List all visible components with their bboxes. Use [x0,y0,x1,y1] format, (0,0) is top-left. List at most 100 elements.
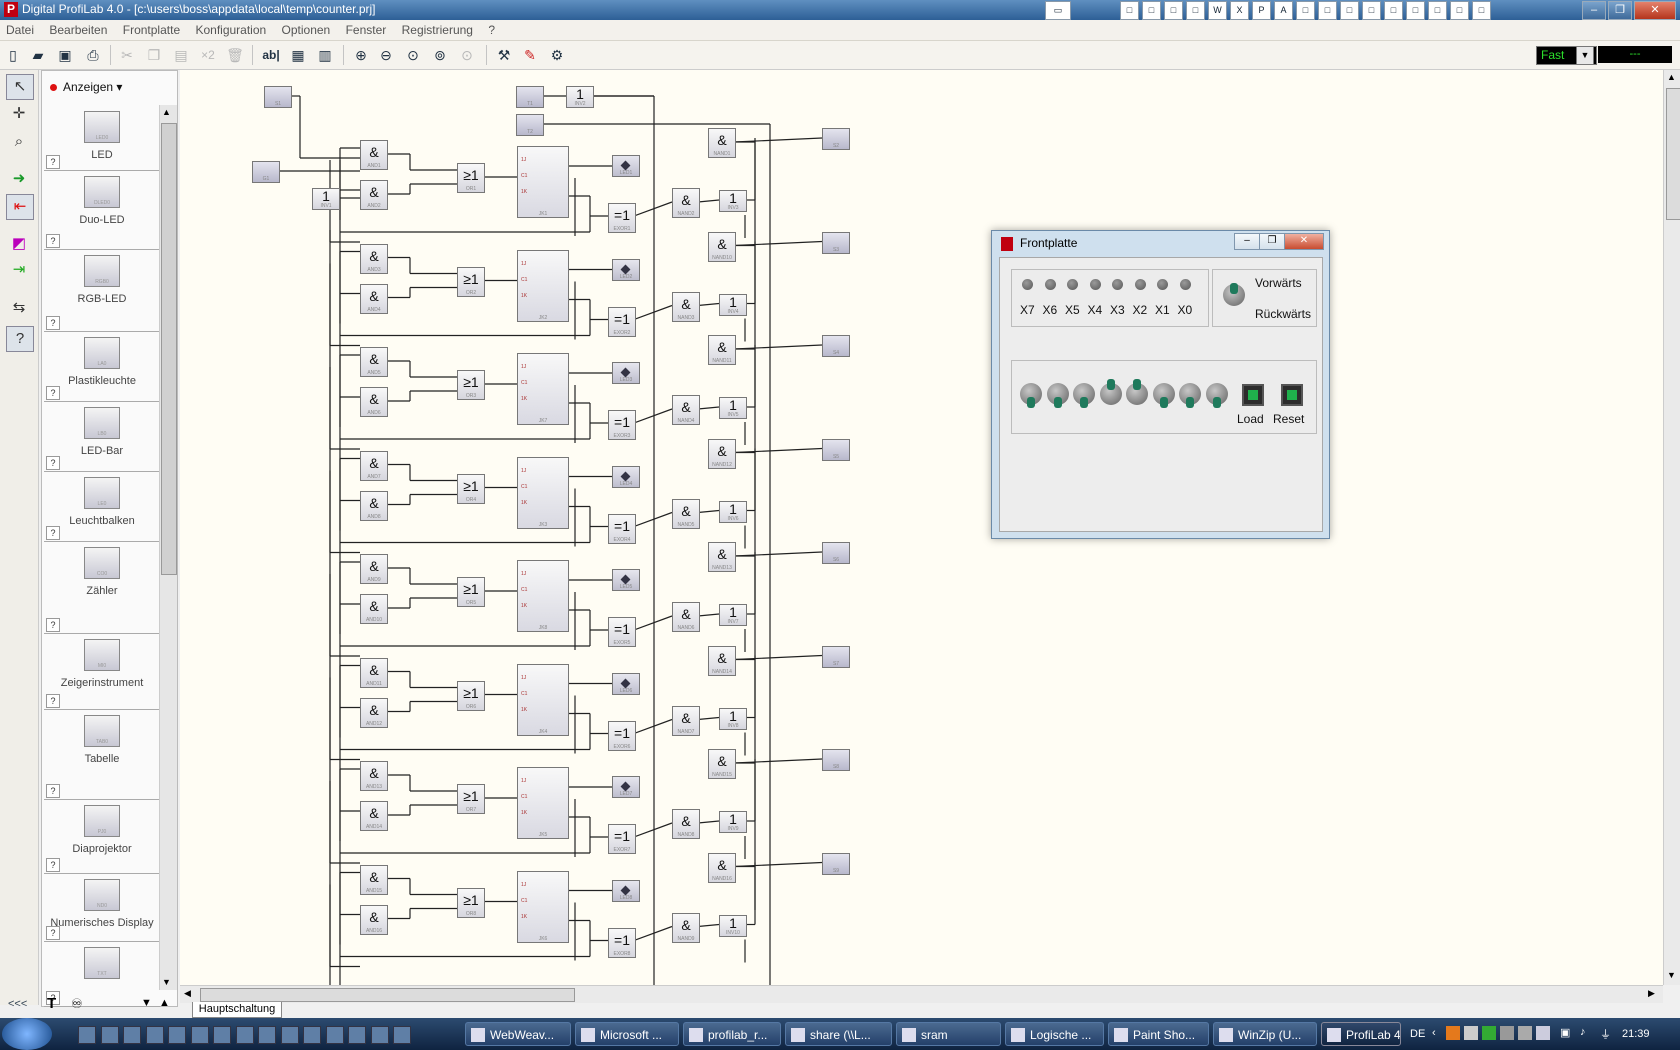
toggle-switch[interactable] [1099,379,1122,405]
restore-button[interactable]: ❐ [1259,233,1285,250]
taskbar-button[interactable]: Logische ... [1005,1022,1104,1046]
menu-konfiguration[interactable]: Konfiguration [195,23,267,37]
led-indicator[interactable]: LED5 [612,569,640,591]
save-icon[interactable]: ▣ [58,47,72,63]
tools-icon[interactable]: ⚒ [497,47,511,63]
help-icon[interactable]: ? [46,926,60,940]
and-gate[interactable]: &AND12 [360,697,388,728]
quicklaunch-icon[interactable] [123,1026,141,1044]
scroll-down-icon[interactable]: ▼ [162,977,171,987]
scroll-up-icon[interactable]: ▲ [162,107,171,117]
probe-icon[interactable]: ✎ [524,47,536,63]
quicklaunch-icon[interactable] [213,1026,231,1044]
toggle-switch[interactable] [1205,383,1228,408]
canvas-horizontal-scrollbar[interactable]: ◀ ▶ [180,985,1663,1003]
tray-app-icon[interactable] [1500,1026,1514,1040]
connect-icon[interactable]: ⚙ [550,47,564,63]
canvas-vertical-scrollbar[interactable]: ▲ ▼ [1663,70,1680,985]
nand-gate[interactable]: &NAND15 [708,749,736,779]
output-switch[interactable]: S4 [822,335,850,357]
menu-datei[interactable]: Datei [6,23,35,37]
and-gate[interactable]: &AND1 [360,140,388,170]
nand-gate[interactable]: &NAND4 [672,395,700,425]
and-gate[interactable]: &AND2 [360,180,388,210]
button-t1[interactable]: T1 [516,86,544,108]
word-icon[interactable]: W [1208,1,1227,20]
and-gate[interactable]: &AND14 [360,801,388,831]
toggle-switch[interactable] [1020,383,1042,408]
help-icon[interactable]: ? [46,456,60,470]
taskbar-button[interactable]: ProfiLab 4.0 [1321,1022,1401,1046]
toggle-switch[interactable] [1046,383,1069,408]
help-icon[interactable]: ? [46,316,60,330]
scroll-up-icon[interactable]: ▲ [1667,72,1676,82]
nand-gate[interactable]: &NAND8 [672,809,700,839]
and-gate[interactable]: &AND4 [360,283,388,314]
led-indicator[interactable]: LED3 [612,362,640,384]
acrobat-icon[interactable]: A [1274,1,1293,20]
nand-gate[interactable]: &NAND5 [672,498,700,529]
help-icon[interactable]: ? [46,155,60,169]
and-gate[interactable]: &AND16 [360,904,388,935]
toggle-switch[interactable] [1126,379,1148,405]
reset-button[interactable] [1281,384,1303,406]
switch-view-icon[interactable]: ⇆ [12,299,26,316]
quicklaunch-icon[interactable] [348,1026,366,1044]
quicklaunch-icon[interactable] [190,1026,209,1044]
nand-gate[interactable]: &NAND16 [708,852,736,883]
palette-category[interactable]: Anzeigen ▾ [42,71,177,105]
nand-gate[interactable]: &NAND13 [708,542,736,572]
led-indicator[interactable]: LED8 [612,879,640,902]
horizontal-scroll-thumb[interactable] [200,988,575,1002]
output-switch[interactable]: S8 [822,749,850,771]
quicklaunch-icon[interactable]: □ [1428,1,1447,20]
arrow-right-icon[interactable]: ➜ [12,170,26,187]
zoom-in-icon[interactable]: ⊕ [355,47,367,63]
arrow-left-icon[interactable]: ⇤ [6,194,34,220]
toggle-switch[interactable] [1152,383,1175,408]
chevron-down-icon[interactable]: ▼ [1576,46,1594,65]
collapse-button[interactable]: <<< [8,998,28,1010]
and-gate[interactable]: &AND7 [360,450,388,481]
zoom-icon[interactable]: ⊙ [407,47,419,63]
minimize-button[interactable]: – [1234,233,1260,250]
nand-gate[interactable]: &NAND2 [672,188,700,218]
quicklaunch-icon[interactable]: □ [1362,1,1381,20]
nand-gate[interactable]: &NAND14 [708,645,736,676]
and-gate[interactable]: &AND8 [360,490,388,521]
output-switch[interactable]: S9 [822,852,850,875]
menu-fenster[interactable]: Fenster [345,23,387,37]
quicklaunch-icon[interactable] [370,1026,389,1044]
led-indicator[interactable]: LED1 [612,155,640,177]
crosshair-tool-icon[interactable]: ✛ [12,105,26,122]
quicklaunch-icon[interactable] [100,1026,119,1044]
quicklaunch-icon[interactable] [145,1026,164,1044]
quicklaunch-icon[interactable]: □ [1472,1,1491,20]
and-gate[interactable]: &AND11 [360,657,388,688]
close-button[interactable]: ✕ [1284,233,1324,250]
taskbar-button[interactable]: share (\\L... [785,1022,892,1046]
nand-gate[interactable]: &NAND9 [672,912,700,943]
nand-gate[interactable]: &NAND10 [708,231,736,262]
powerpoint-icon[interactable]: P [1252,1,1271,20]
help-icon[interactable]: ? [46,694,60,708]
nand-gate[interactable]: &NAND6 [672,602,700,632]
